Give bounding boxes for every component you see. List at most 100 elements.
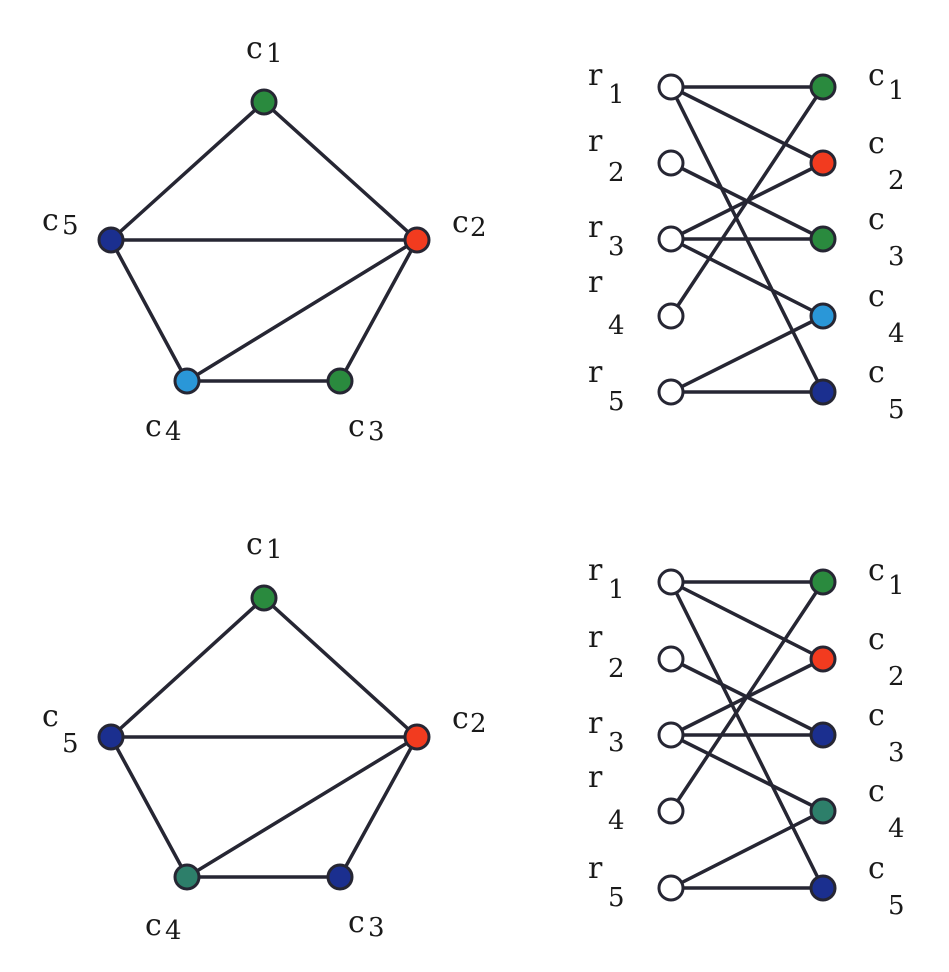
r1-label-letter: r xyxy=(588,58,603,93)
r4-label-subscript: 4 xyxy=(608,806,625,836)
c2-label-subscript: 2 xyxy=(470,709,487,739)
c1-label-subscript: 1 xyxy=(888,571,905,601)
r5-label-letter: r xyxy=(588,355,603,390)
c4-label-letter: c xyxy=(868,774,885,809)
edge-r3-c4 xyxy=(669,237,825,318)
c4-label-subscript: 4 xyxy=(165,916,182,946)
edge-c5-c4 xyxy=(109,735,189,879)
c3-label-subscript: 3 xyxy=(368,417,385,447)
r3-label-letter: r xyxy=(588,210,603,245)
edge-c2-c3 xyxy=(338,238,419,383)
node-c4 xyxy=(173,367,201,395)
c3-label-subscript: 3 xyxy=(888,738,905,768)
r3-label-subscript: 3 xyxy=(608,232,625,262)
r3-label-subscript: 3 xyxy=(608,728,625,758)
right-node-c4 xyxy=(809,797,837,825)
left-node-r3 xyxy=(657,721,685,749)
left-node-r5 xyxy=(657,874,685,902)
right-node-c4 xyxy=(809,302,837,330)
c3-label-subscript: 3 xyxy=(368,913,385,943)
c2-label-subscript: 2 xyxy=(888,662,905,692)
r4-label-subscript: 4 xyxy=(608,311,625,341)
r4-label-letter: r xyxy=(588,760,603,795)
left-node-r4 xyxy=(657,302,685,330)
r4-label-letter: r xyxy=(588,265,603,300)
c3-label-letter: c xyxy=(348,409,365,444)
left-node-r3 xyxy=(657,225,685,253)
c2-label-subscript: 2 xyxy=(888,166,905,196)
c1-label-subscript: 1 xyxy=(266,535,283,565)
c5-label-subscript: 5 xyxy=(888,395,905,425)
c5-label-subscript: 5 xyxy=(62,211,79,241)
c5-label-letter: c xyxy=(42,699,59,734)
edge-r5-c4 xyxy=(669,809,825,890)
edges-layer xyxy=(109,85,825,890)
edge-c1-c2 xyxy=(262,100,419,242)
edge-c2-c4 xyxy=(185,238,419,383)
right-node-c2 xyxy=(809,149,837,177)
r1-label-letter: r xyxy=(588,553,603,588)
c3-label-letter: c xyxy=(348,905,365,940)
c4-label-letter: c xyxy=(145,908,162,943)
right-node-c3 xyxy=(809,225,837,253)
c1-label-subscript: 1 xyxy=(266,39,283,69)
node-c3 xyxy=(326,863,354,891)
c1-label-letter: c xyxy=(868,58,885,93)
edge-r3-c4 xyxy=(669,733,825,813)
edge-r1-c2 xyxy=(669,580,825,661)
c5-label-letter: c xyxy=(868,355,885,390)
edge-c2-c4 xyxy=(185,735,419,879)
c2-label-subscript: 2 xyxy=(470,213,487,243)
c3-label-subscript: 3 xyxy=(888,242,905,272)
r5-label-subscript: 5 xyxy=(608,387,625,417)
c5-label-letter: c xyxy=(42,203,59,238)
nodes-layer xyxy=(97,73,837,902)
edge-r5-c4 xyxy=(669,314,825,394)
c3-label-letter: c xyxy=(868,202,885,237)
r1-label-subscript: 1 xyxy=(608,80,625,110)
c5-label-subscript: 5 xyxy=(62,729,79,759)
right-node-c3 xyxy=(809,721,837,749)
left-node-r2 xyxy=(657,645,685,673)
c1-label-letter: c xyxy=(246,31,263,66)
c5-label-subscript: 5 xyxy=(888,891,905,921)
c1-label-subscript: 1 xyxy=(888,76,905,106)
left-node-r2 xyxy=(657,149,685,177)
c1-label-letter: c xyxy=(868,553,885,588)
r5-label-letter: r xyxy=(588,851,603,886)
edge-r1-c2 xyxy=(669,85,825,165)
r2-label-letter: r xyxy=(588,620,603,655)
c4-label-letter: c xyxy=(868,279,885,314)
c1-label-letter: c xyxy=(246,527,263,562)
node-c1 xyxy=(250,584,278,612)
right-node-c1 xyxy=(809,568,837,596)
c2-label-letter: c xyxy=(868,126,885,161)
left-node-r4 xyxy=(657,797,685,825)
c4-label-subscript: 4 xyxy=(888,814,905,844)
node-c4 xyxy=(173,863,201,891)
c4-label-letter: c xyxy=(145,409,162,444)
r5-label-subscript: 5 xyxy=(608,883,625,913)
right-node-c2 xyxy=(809,645,837,673)
r3-label-letter: r xyxy=(588,706,603,741)
edge-c2-c3 xyxy=(338,735,419,879)
c4-label-subscript: 4 xyxy=(888,319,905,349)
left-node-r5 xyxy=(657,378,685,406)
edge-c1-c5 xyxy=(109,596,266,739)
r2-label-letter: r xyxy=(588,124,603,159)
c5-label-letter: c xyxy=(868,851,885,886)
edge-c1-c2 xyxy=(262,596,419,739)
node-c2 xyxy=(403,723,431,751)
c3-label-letter: c xyxy=(868,698,885,733)
c2-label-letter: c xyxy=(868,622,885,657)
node-c1 xyxy=(250,88,278,116)
right-node-c5 xyxy=(809,874,837,902)
edge-r4-c1 xyxy=(669,85,825,318)
node-c5 xyxy=(97,226,125,254)
edge-r4-c1 xyxy=(669,580,825,813)
node-c3 xyxy=(326,367,354,395)
c2-label-letter: c xyxy=(452,205,469,240)
r1-label-subscript: 1 xyxy=(608,575,625,605)
edge-c5-c4 xyxy=(109,238,189,383)
